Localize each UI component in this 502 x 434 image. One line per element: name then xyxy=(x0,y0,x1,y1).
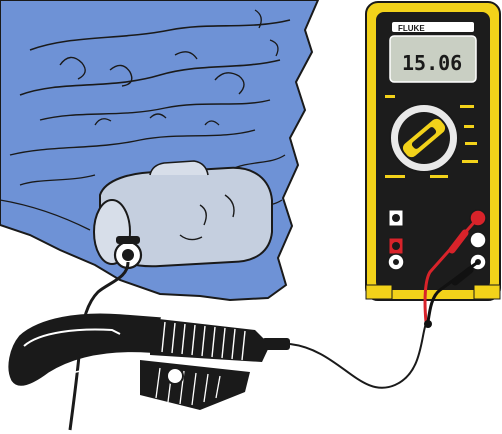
current-clamp-icon xyxy=(9,314,290,410)
lcd-reading: 15.06 xyxy=(402,51,462,75)
rotary-dial-icon[interactable] xyxy=(390,104,458,172)
multimeter-icon: FLUKE 15.06 xyxy=(366,2,500,300)
brand-label: FLUKE xyxy=(398,24,425,33)
starter-motor-icon xyxy=(94,161,272,268)
clamp-output-lead xyxy=(290,320,428,388)
